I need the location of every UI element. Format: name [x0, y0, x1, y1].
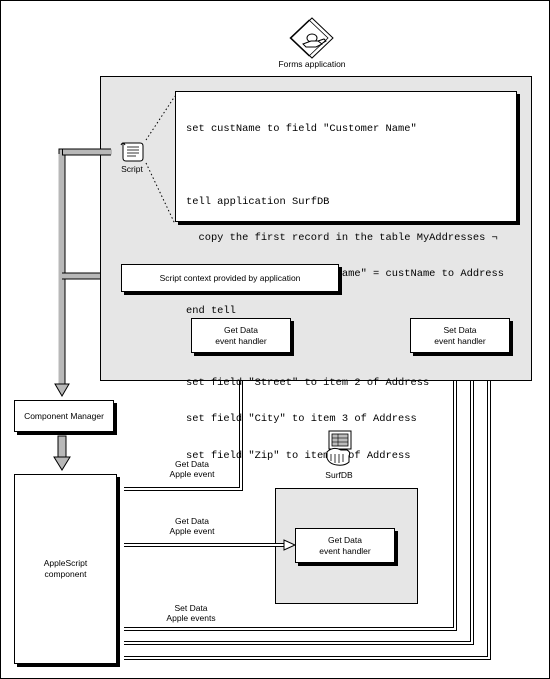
component-line: component	[44, 569, 87, 579]
event-label-line: Get Data	[174, 459, 210, 469]
get-data-event-1-label: Get Data Apple event	[152, 459, 232, 479]
handler-line: event handler	[434, 335, 486, 346]
script-line: copy the first record in the table MyAdd…	[186, 232, 498, 245]
script-icon	[118, 140, 146, 162]
get-data-event-2-path	[124, 539, 297, 551]
component-manager-box: Component Manager	[14, 400, 114, 432]
handler-line: event handler	[319, 545, 371, 556]
arrow-to-applescript	[53, 435, 71, 471]
forms-application-label: Forms application	[278, 59, 346, 69]
forms-get-data-handler: Get Data event handler	[191, 318, 291, 353]
script-line: set custName to field "Customer Name"	[186, 123, 417, 136]
handler-line: Set Data	[443, 324, 477, 335]
script-line: tell application SurfDB	[186, 195, 330, 208]
handler-line: event handler	[215, 335, 267, 346]
script-label: Script	[121, 164, 143, 174]
component-line: AppleScript	[43, 558, 88, 568]
script-context-box: Script context provided by application	[121, 264, 339, 292]
event-label-line: Set Data	[174, 603, 208, 613]
script-line: set field "Zip" to item 4 of Address	[186, 449, 411, 462]
event-label-line: Apple events	[166, 613, 216, 623]
surfdb-icon	[323, 428, 355, 468]
surfdb-label: SurfDB	[325, 470, 353, 480]
forms-app-icon	[289, 17, 334, 59]
applescript-component-box: AppleScript component	[14, 474, 117, 664]
event-label-line: Apple event	[169, 526, 215, 536]
script-line: end tell	[186, 304, 236, 317]
set-data-events-label: Set Data Apple events	[146, 603, 236, 623]
handler-line: Get Data	[223, 324, 259, 335]
surfdb-get-data-handler: Get Data event handler	[295, 528, 395, 563]
event-label-line: Apple event	[169, 469, 215, 479]
event-label-line: Get Data	[174, 516, 210, 526]
handler-line: Get Data	[327, 534, 363, 545]
script-text-box: set custName to field "Customer Name" te…	[175, 91, 517, 462]
script-line: set field "City" to item 3 of Address	[186, 413, 417, 426]
script-line: set field "Street" to item 2 of Address	[186, 377, 430, 390]
forms-set-data-handler: Set Data event handler	[410, 318, 510, 353]
get-data-event-2-label: Get Data Apple event	[152, 516, 232, 536]
script-line	[186, 159, 504, 171]
